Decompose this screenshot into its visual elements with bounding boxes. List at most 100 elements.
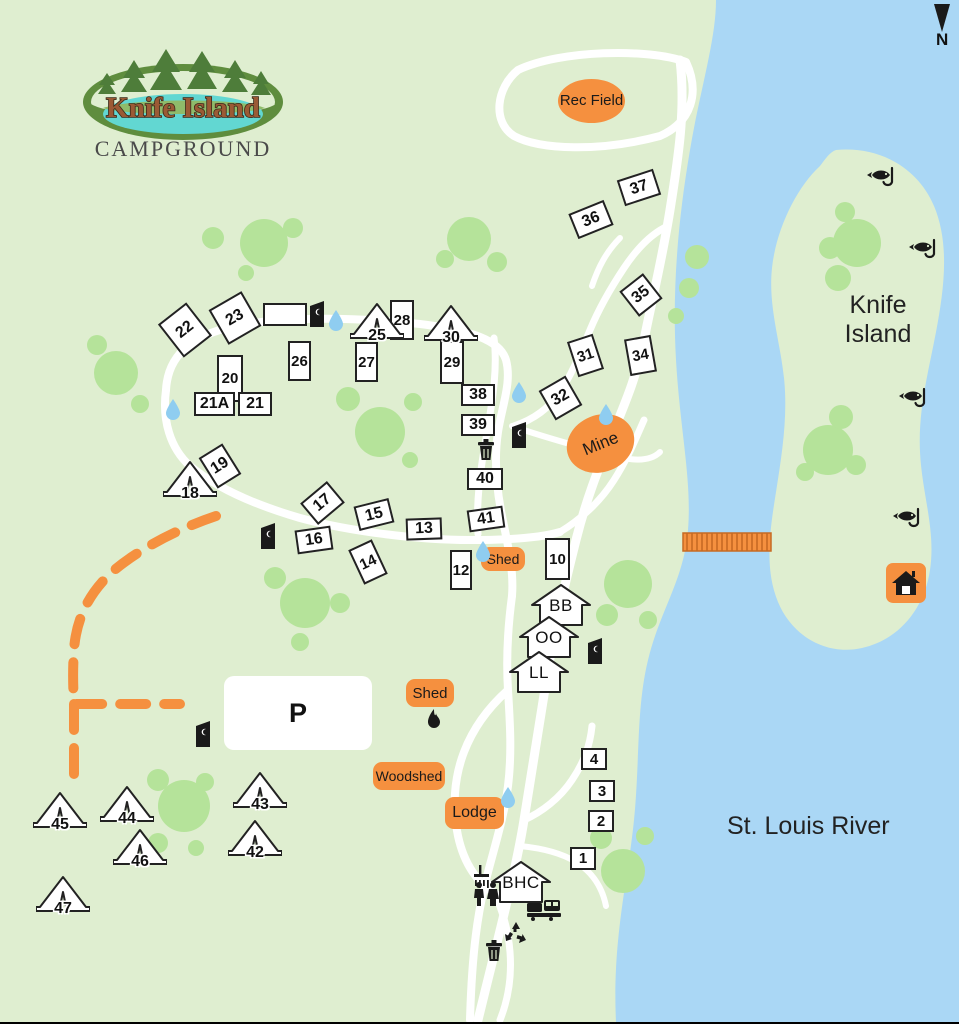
building-BHC[interactable]: BHC bbox=[490, 860, 552, 904]
cabin-icon bbox=[519, 616, 579, 658]
tent-icon bbox=[423, 305, 479, 341]
outhouse-icon bbox=[310, 301, 324, 327]
tent-site-43[interactable]: 43 bbox=[232, 770, 288, 813]
tent-site-25[interactable]: 25 bbox=[349, 301, 405, 344]
campsite-2[interactable]: 2 bbox=[588, 810, 614, 832]
tent-icon bbox=[35, 876, 91, 912]
tent-site-label: 46 bbox=[131, 853, 149, 870]
tent-site-label: 25 bbox=[368, 327, 386, 344]
building-label: BB bbox=[549, 596, 573, 615]
shed-label-lower[interactable]: Shed bbox=[406, 679, 454, 707]
campsite-4[interactable]: 4 bbox=[581, 748, 607, 770]
tent-site-label: 42 bbox=[246, 844, 264, 861]
tent-icon bbox=[99, 786, 155, 822]
tent-icon bbox=[162, 461, 218, 497]
tent-site-44[interactable]: 44 bbox=[99, 784, 155, 827]
logo-secondary-text: CAMPGROUND bbox=[95, 136, 271, 161]
trash-icon bbox=[486, 940, 502, 961]
tent-site-18[interactable]: 18 bbox=[162, 459, 218, 502]
outhouse-icon bbox=[588, 638, 602, 664]
water-drop-icon bbox=[329, 310, 343, 331]
tent-site-47[interactable]: 47 bbox=[35, 874, 91, 917]
water-drop-icon bbox=[476, 541, 490, 562]
campsite-27[interactable]: 27 bbox=[355, 342, 378, 382]
logo-primary-text: Knife Island bbox=[106, 92, 260, 124]
dump-station-icon bbox=[527, 900, 561, 921]
tent-site-30[interactable]: 30 bbox=[423, 303, 479, 346]
campsite-21A[interactable]: 21A bbox=[194, 392, 235, 416]
river-label: St. Louis River bbox=[727, 812, 890, 840]
tent-site-42[interactable]: 42 bbox=[227, 818, 283, 861]
campsite-unlabeled[interactable] bbox=[263, 303, 307, 326]
campground-logo: Knife Island CAMPGROUND bbox=[83, 49, 283, 161]
cabin-icon bbox=[491, 861, 551, 903]
tent-site-label: 30 bbox=[442, 329, 460, 346]
knife-island-landmass bbox=[769, 149, 945, 650]
rec-field-label[interactable]: Rec Field bbox=[558, 79, 625, 123]
lodge-label[interactable]: Lodge bbox=[445, 797, 504, 829]
restroom-icon bbox=[474, 882, 499, 906]
tent-site-label: 43 bbox=[251, 796, 269, 813]
campsite-13[interactable]: 13 bbox=[405, 517, 443, 541]
campsite-21[interactable]: 21 bbox=[238, 392, 272, 416]
dashed-hiking-trail bbox=[68, 511, 221, 791]
building-BB[interactable]: BB bbox=[530, 583, 592, 627]
cabin-rental-icon[interactable] bbox=[886, 563, 926, 603]
campsite-40[interactable]: 40 bbox=[467, 468, 503, 490]
logo-pine-trees bbox=[98, 49, 271, 95]
tent-icon bbox=[32, 792, 88, 828]
campfire-icon bbox=[428, 709, 440, 728]
building-LL[interactable]: LL bbox=[508, 650, 570, 694]
trash-icon bbox=[478, 439, 494, 460]
tent-icon bbox=[349, 303, 405, 339]
tent-site-label: 44 bbox=[118, 810, 136, 827]
campsite-26[interactable]: 26 bbox=[288, 341, 311, 381]
island-label: Knife Island bbox=[844, 291, 912, 348]
outhouse-icon bbox=[196, 721, 210, 747]
compass-north-label: N bbox=[936, 30, 949, 49]
tent-site-45[interactable]: 45 bbox=[32, 790, 88, 833]
tent-icon bbox=[232, 772, 288, 808]
fishing-icon bbox=[893, 507, 920, 528]
water-drop-icon bbox=[501, 787, 515, 808]
tent-site-label: 47 bbox=[54, 900, 72, 917]
campsite-29[interactable]: 29 bbox=[440, 341, 464, 384]
building-label: LL bbox=[529, 663, 549, 682]
cabin-icon bbox=[509, 651, 569, 693]
tent-icon bbox=[227, 820, 283, 856]
campsite-3[interactable]: 3 bbox=[589, 780, 615, 802]
fishing-icon bbox=[899, 387, 926, 408]
north-arrow-icon bbox=[934, 4, 950, 32]
building-OO[interactable]: OO bbox=[518, 615, 580, 659]
campsite-38[interactable]: 38 bbox=[461, 384, 495, 406]
island-tree-cluster bbox=[796, 202, 881, 481]
fishing-icon bbox=[909, 238, 936, 259]
building-label: BHC bbox=[502, 873, 540, 892]
campsite-12[interactable]: 12 bbox=[450, 550, 472, 590]
woodshed-label[interactable]: Woodshed bbox=[373, 762, 445, 790]
tent-site-46[interactable]: 46 bbox=[112, 827, 168, 870]
water-drop-icon bbox=[512, 382, 526, 403]
foot-bridge bbox=[682, 532, 772, 552]
campsite-1[interactable]: 1 bbox=[570, 847, 596, 870]
tent-site-label: 18 bbox=[181, 485, 199, 502]
water-drop-icon bbox=[166, 399, 180, 420]
campsite-10[interactable]: 10 bbox=[545, 538, 570, 580]
outhouse-icon bbox=[261, 523, 275, 549]
campsite-16[interactable]: 16 bbox=[294, 525, 334, 555]
building-label: OO bbox=[535, 628, 563, 647]
outhouse-icon bbox=[512, 422, 526, 448]
tree-canopy-cluster bbox=[87, 217, 709, 893]
parking-area[interactable]: P bbox=[224, 676, 372, 750]
tent-site-label: 45 bbox=[51, 816, 69, 833]
campsite-39[interactable]: 39 bbox=[461, 414, 495, 436]
fishing-icon bbox=[867, 166, 894, 187]
